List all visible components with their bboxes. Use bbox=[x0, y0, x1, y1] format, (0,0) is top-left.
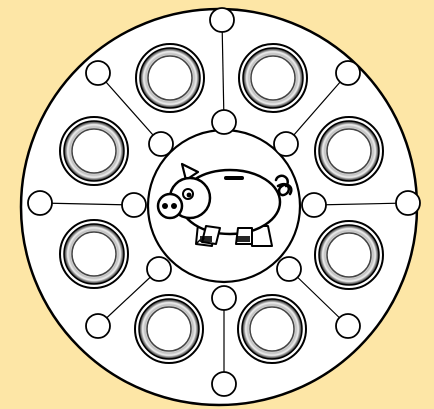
inner-node[interactable] bbox=[302, 193, 326, 217]
inner-node[interactable] bbox=[147, 257, 171, 281]
slot-center[interactable] bbox=[251, 56, 295, 100]
slot-center[interactable] bbox=[72, 232, 116, 276]
slot-upper-right[interactable] bbox=[315, 117, 383, 185]
outer-node[interactable] bbox=[336, 61, 360, 85]
slot-bottom-right[interactable] bbox=[238, 295, 306, 363]
slot-lower-left[interactable] bbox=[60, 220, 128, 288]
outer-node[interactable] bbox=[86, 61, 110, 85]
slot-center[interactable] bbox=[327, 129, 371, 173]
inner-node[interactable] bbox=[149, 132, 173, 156]
slot-bottom-left[interactable] bbox=[135, 295, 203, 363]
outer-node[interactable] bbox=[212, 372, 236, 396]
slot-center[interactable] bbox=[250, 307, 294, 351]
outer-node[interactable] bbox=[86, 314, 110, 338]
inner-node[interactable] bbox=[212, 110, 236, 134]
inner-node[interactable] bbox=[212, 286, 236, 310]
outer-node[interactable] bbox=[336, 314, 360, 338]
inner-node[interactable] bbox=[277, 257, 301, 281]
outer-node[interactable] bbox=[210, 8, 234, 32]
slot-upper-left[interactable] bbox=[60, 117, 128, 185]
slot-center[interactable] bbox=[148, 56, 192, 100]
slot-lower-right[interactable] bbox=[315, 221, 383, 289]
slot-center[interactable] bbox=[72, 129, 116, 173]
slot-center[interactable] bbox=[147, 307, 191, 351]
inner-node[interactable] bbox=[122, 193, 146, 217]
slot-top-left[interactable] bbox=[136, 44, 204, 112]
outer-node[interactable] bbox=[28, 191, 52, 215]
outer-node[interactable] bbox=[396, 191, 420, 215]
inner-node[interactable] bbox=[274, 132, 298, 156]
slot-center[interactable] bbox=[327, 233, 371, 277]
slot-top-right[interactable] bbox=[239, 44, 307, 112]
